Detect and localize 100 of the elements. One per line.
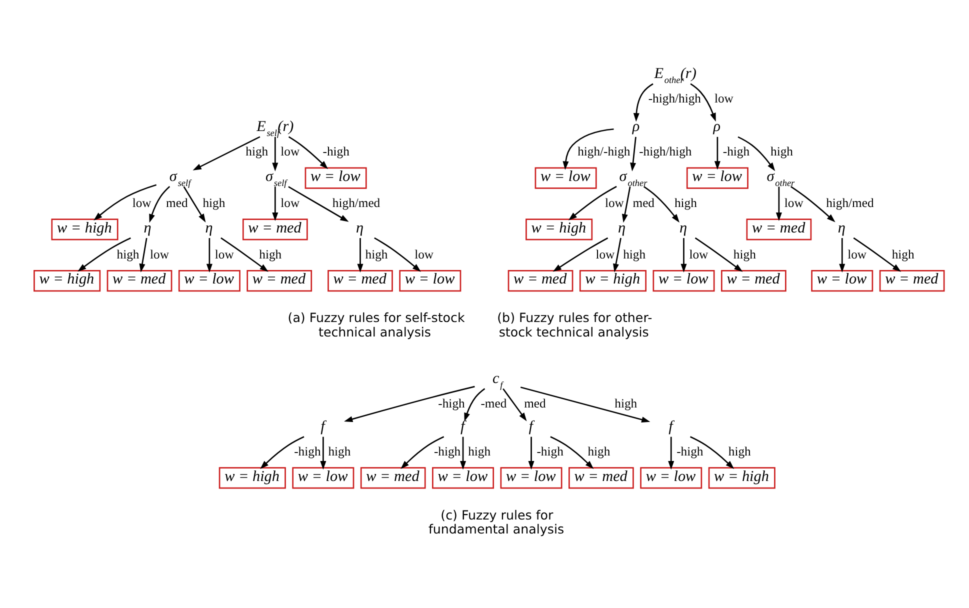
- edge-label: low: [604, 196, 624, 210]
- node-box: w = med: [720, 270, 786, 292]
- edge-label: low: [714, 92, 734, 106]
- edge-label: low: [150, 248, 169, 262]
- edge-label: high: [674, 196, 697, 210]
- edge-label: -high: [676, 444, 704, 459]
- arrow: [528, 436, 534, 470]
- node-box: w = med: [879, 270, 945, 292]
- arrow: [464, 388, 486, 422]
- edge-label: high: [728, 444, 751, 459]
- arrow: [183, 186, 206, 222]
- arrow: [552, 237, 608, 272]
- label: (c) Fuzzy rules for fundamental analysis: [428, 507, 564, 537]
- edge-label: med: [524, 396, 546, 411]
- edge-label: -high: [294, 444, 321, 459]
- arrow: [633, 83, 654, 122]
- edge-label: low: [689, 248, 708, 262]
- edge-label: low: [414, 248, 434, 262]
- edge-label: -high/high: [639, 144, 692, 159]
- node-box: w = low: [178, 270, 240, 292]
- node-text: c$_{f}$: [492, 370, 503, 392]
- node-box: w = low: [399, 270, 462, 292]
- edge-label: high: [365, 248, 388, 262]
- node-box: w = med: [746, 218, 812, 240]
- edge-label: low: [784, 196, 804, 210]
- arrow: [344, 386, 475, 422]
- edge-label: -high: [536, 444, 564, 459]
- edge-label: high/med: [332, 196, 380, 210]
- node-box: w = high: [526, 218, 593, 240]
- edge-label: high: [733, 248, 756, 262]
- node-box: w = high: [708, 467, 776, 489]
- node-text: σ$_{self}$: [169, 168, 191, 189]
- node-box: w = med: [508, 270, 574, 292]
- edge-label: high/-high: [578, 144, 630, 159]
- arrow: [288, 136, 328, 170]
- edge-label: high: [468, 444, 491, 459]
- arrow: [94, 184, 157, 220]
- edge-label: -med: [480, 396, 507, 411]
- arrow: [643, 186, 680, 223]
- arrow: [272, 186, 278, 222]
- edge-label: high: [259, 248, 282, 262]
- edge-label: -high/high: [648, 92, 701, 106]
- arrow: [400, 436, 444, 470]
- arrow: [680, 238, 687, 272]
- node-box: w = high: [218, 467, 286, 489]
- arrow: [139, 238, 148, 272]
- node-text: E$_{other}$(r): [654, 65, 696, 86]
- arrow: [714, 136, 720, 170]
- node-text: σ$_{other}$: [766, 168, 795, 189]
- arrow: [374, 237, 421, 272]
- node-box: w = med: [328, 270, 393, 292]
- node-text: η: [680, 219, 688, 236]
- edge-label: med: [632, 196, 655, 210]
- edge-label: -high: [722, 144, 750, 159]
- arrow: [690, 83, 716, 122]
- arrow: [78, 237, 131, 272]
- label: (a) Fuzzy rules for self-stock technical analysis: [288, 310, 465, 340]
- edge-label: high: [116, 248, 140, 262]
- edge-label: med: [166, 196, 188, 210]
- arrow: [260, 436, 304, 470]
- arrow: [206, 238, 212, 272]
- edge-label: low: [280, 144, 300, 159]
- node-text: ρ: [632, 118, 640, 136]
- arrow: [790, 186, 836, 222]
- edge-label: high: [614, 396, 638, 411]
- node-text: η: [618, 219, 626, 236]
- arrow: [460, 436, 466, 470]
- arrow: [320, 436, 326, 470]
- node-text: f: [528, 418, 533, 436]
- node-box: w = med: [106, 270, 172, 292]
- node-text: η: [144, 219, 152, 236]
- node-text: η: [356, 219, 364, 236]
- arrow: [562, 128, 614, 170]
- node-text: f: [320, 418, 325, 436]
- node-box: w = low: [292, 467, 354, 489]
- arrow: [550, 436, 594, 470]
- node-text: η: [838, 219, 846, 236]
- node-text: f: [460, 418, 465, 436]
- edge-label: high: [328, 444, 351, 459]
- edge-label: high: [623, 248, 646, 262]
- node-box: w = low: [686, 167, 748, 189]
- edge-label: low: [848, 248, 867, 262]
- node-box: w = low: [811, 270, 874, 292]
- arrow: [357, 238, 364, 272]
- arrow: [568, 186, 617, 220]
- edge-label: high/med: [826, 196, 874, 210]
- edge-label: low: [596, 248, 615, 262]
- node-text: η: [205, 219, 213, 236]
- arrow: [690, 436, 734, 470]
- node-box: w = med: [360, 467, 426, 489]
- node-box: w = low: [500, 467, 562, 489]
- arrow: [192, 136, 260, 170]
- node-box: w = low: [534, 167, 597, 189]
- arrow: [839, 238, 846, 272]
- arrow: [520, 386, 650, 423]
- arrow: [272, 136, 278, 172]
- arrow: [149, 186, 170, 223]
- arrow: [502, 388, 527, 422]
- arrow: [613, 238, 622, 272]
- arrow: [668, 436, 674, 470]
